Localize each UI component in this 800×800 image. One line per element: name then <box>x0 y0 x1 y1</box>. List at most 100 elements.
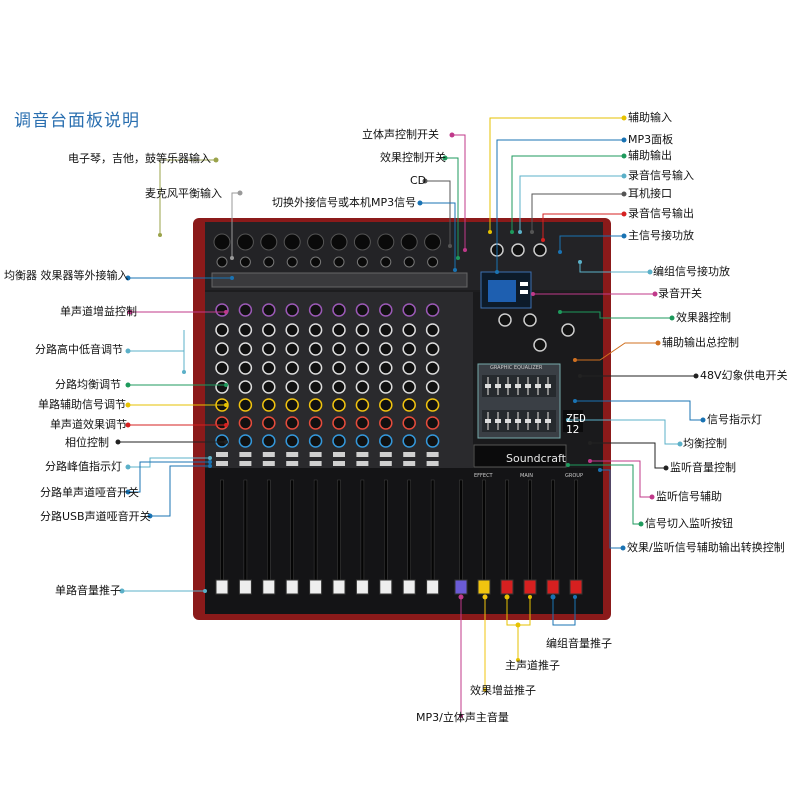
eq-knob <box>485 384 491 388</box>
leader-marker <box>158 233 162 237</box>
channel-knob <box>238 342 253 356</box>
mute-button <box>379 452 392 457</box>
eq-knob <box>485 419 491 423</box>
leader-marker <box>550 594 556 600</box>
channel-knob <box>379 323 393 337</box>
xlr-jack <box>260 233 278 251</box>
channel-knob <box>238 398 253 412</box>
channel-knob <box>285 361 299 375</box>
fader-track <box>384 479 388 593</box>
leader-line <box>552 597 576 626</box>
channel-knob <box>379 303 393 317</box>
leader-line <box>128 461 210 493</box>
label-main-fader: 主声道推子 <box>505 659 560 672</box>
channel-knob <box>402 434 416 448</box>
leader-line <box>600 469 623 549</box>
leader-marker <box>573 399 577 403</box>
label-fx-fader: 效果增益推子 <box>470 684 536 697</box>
leader-marker <box>621 233 627 239</box>
leader-marker <box>230 256 234 260</box>
eq-knob <box>535 384 541 388</box>
leader-line <box>560 311 672 319</box>
fader-cap <box>477 579 491 595</box>
label-stereo-switch: 立体声控制开关 <box>362 128 439 141</box>
channel-knob <box>425 380 440 394</box>
channel-knob <box>285 380 299 394</box>
leader-marker <box>566 418 570 422</box>
line-jack <box>239 256 251 268</box>
xlr-jack <box>330 233 348 251</box>
section-effect: EFFECT <box>474 473 493 479</box>
leader-line <box>496 139 624 272</box>
line-jack <box>380 256 392 268</box>
label-fx-switch: 效果控制开关 <box>380 151 446 164</box>
leader-line <box>590 442 666 469</box>
label-eq-hml: 分路高中低音调节 <box>35 343 123 356</box>
page-title: 调音台面板说明 <box>14 111 140 131</box>
label-mute: 分路单声道哑音开关 <box>40 486 139 499</box>
leader-marker <box>224 403 228 407</box>
channel-knob <box>285 416 299 430</box>
input-jacks <box>211 233 468 288</box>
leader-marker <box>147 513 153 519</box>
master-knob <box>533 243 547 257</box>
line-jack <box>356 256 368 268</box>
fader-cap <box>262 579 276 595</box>
channel-knob <box>285 323 299 337</box>
leader-marker <box>598 468 602 472</box>
leader-marker <box>182 370 186 374</box>
channel-knob <box>215 361 229 375</box>
label-group-fader: 编组音量推子 <box>546 637 612 650</box>
usb-button <box>426 461 439 466</box>
label-rec-out: 录音信号输出 <box>628 207 694 220</box>
channel-knob <box>215 342 229 356</box>
leader-marker <box>621 137 627 143</box>
label-rec-in: 录音信号输入 <box>628 169 694 182</box>
label-monitor-aux: 监听信号辅助 <box>656 490 722 503</box>
leader-marker <box>125 489 131 495</box>
channel-knob <box>332 361 346 375</box>
leader-marker <box>459 714 463 718</box>
eq-knob <box>535 419 541 423</box>
channel-knob <box>332 323 346 337</box>
leader-line <box>489 117 624 232</box>
channel-knob <box>285 434 299 448</box>
label-rec-switch: 录音开关 <box>658 287 702 300</box>
usb-button <box>356 461 369 466</box>
fader-cap <box>355 579 369 595</box>
label-phase: 相位控制 <box>65 436 109 449</box>
mute-button <box>286 452 299 457</box>
section-group: GROUP <box>565 473 583 479</box>
leader-marker <box>125 464 131 470</box>
fader-cap <box>215 579 229 595</box>
mute-button <box>333 452 345 457</box>
leader-marker <box>208 456 212 460</box>
section-main: MAIN <box>520 473 533 479</box>
fader-track <box>574 479 578 593</box>
channel-knob <box>238 416 253 430</box>
usb-button <box>216 461 228 466</box>
leader-marker <box>119 588 125 594</box>
channel-knob <box>379 342 393 356</box>
leader-line <box>159 159 216 235</box>
channel-knob <box>355 398 370 412</box>
channel-knob <box>262 342 276 356</box>
leader-marker <box>125 275 131 281</box>
label-aux-master: 辅助输出总控制 <box>662 336 739 349</box>
usb-button <box>239 461 252 466</box>
channel-knob <box>285 342 299 356</box>
leader-line <box>425 180 451 246</box>
insert-strip <box>211 272 468 288</box>
leader-marker <box>647 269 653 275</box>
fader-track <box>220 479 224 593</box>
channel-knob <box>425 434 440 448</box>
mute-button <box>309 452 322 457</box>
leader-marker <box>655 340 661 346</box>
leader-line <box>559 235 624 252</box>
fader-track <box>528 479 532 593</box>
channel-knob <box>238 434 253 448</box>
leader-marker <box>483 688 487 692</box>
eq-knob <box>505 384 511 388</box>
leader-line <box>231 192 240 258</box>
